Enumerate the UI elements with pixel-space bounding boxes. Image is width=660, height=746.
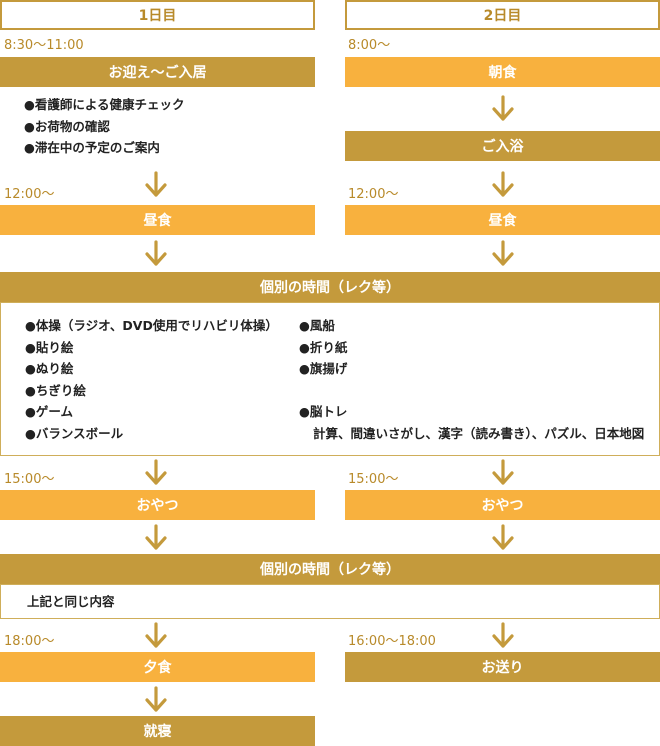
day1-time-dinner: 18:00〜	[4, 634, 55, 649]
arrow-down-icon	[492, 171, 514, 199]
arrow-down-icon	[492, 240, 514, 268]
day1-bedtime-bar: 就寝	[0, 716, 315, 746]
activity-item-brain-training: ●脳トレ	[299, 404, 348, 419]
arrow-down-icon	[492, 459, 514, 487]
activity-item: ●ぬり絵	[25, 361, 74, 376]
day1-time-arrival: 8:30〜11:00	[4, 38, 84, 53]
day2-breakfast-label: 朝食	[488, 65, 517, 81]
day2-snack-bar: おやつ	[345, 490, 660, 520]
activity-item: ●折り紙	[299, 339, 348, 355]
day1-time-lunch: 12:00〜	[4, 187, 55, 202]
day2-bath-label: ご入浴	[481, 139, 524, 155]
activity-item: ●旗揚げ	[299, 361, 348, 376]
brain-training-detail: 計算、間違いさがし、漢字（読み書き）、パズル、日本地図	[313, 425, 645, 441]
arrival-item: ●看護師による健康チェック	[24, 97, 185, 112]
activity1-title-bar: 個別の時間（レク等）	[0, 272, 660, 302]
day2-bath-bar: ご入浴	[345, 131, 660, 161]
activity1-box: ●体操（ラジオ、DVD使用でリハビリ体操） ●貼り絵 ●ぬり絵 ●ちぎり絵 ●ゲ…	[0, 302, 660, 456]
day2-snack-label: おやつ	[481, 498, 524, 514]
arrow-down-icon	[145, 524, 167, 552]
day2-lunch-label: 昼食	[488, 213, 517, 229]
day2-time-lunch: 12:00〜	[348, 187, 399, 202]
activity-item: ●貼り絵	[25, 339, 74, 355]
day2-time-sendoff: 16:00〜18:00	[348, 634, 436, 649]
activity2-title: 個別の時間（レク等）	[260, 562, 400, 578]
arrow-down-icon	[492, 524, 514, 552]
activity1-left-list: ●体操（ラジオ、DVD使用でリハビリ体操） ●貼り絵 ●ぬり絵 ●ちぎり絵 ●ゲ…	[25, 315, 278, 444]
activity1-right-list: ●風船 ●折り紙 ●旗揚げ ●脳トレ 計算、間違いさがし、漢字（読み書き）、パズ…	[299, 315, 644, 444]
arrow-down-icon	[145, 686, 167, 714]
day2-lunch-bar: 昼食	[345, 205, 660, 235]
day2-header-label: 2日目	[483, 8, 522, 24]
day2-time-snack: 15:00〜	[348, 472, 399, 487]
arrow-down-icon	[145, 459, 167, 487]
activity2-text: 上記と同じ内容	[27, 594, 115, 609]
day1-snack-label: おやつ	[136, 498, 179, 514]
arrival-item: ●滞在中の予定のご案内	[24, 140, 160, 155]
activity-item: ●バランスボール	[25, 425, 124, 441]
arrow-down-icon	[145, 171, 167, 199]
day2-sendoff-label: お送り	[481, 660, 524, 676]
day1-dinner-label: 夕食	[143, 660, 172, 676]
activity1-title: 個別の時間（レク等）	[260, 280, 400, 296]
day1-header: 1日目	[0, 0, 315, 30]
arrival-item: ●お荷物の確認	[24, 118, 110, 134]
day1-lunch-label: 昼食	[143, 213, 172, 229]
day1-lunch-bar: 昼食	[0, 205, 315, 235]
day1-arrival-bar: お迎え〜ご入居	[0, 57, 315, 87]
day2-sendoff-bar: お送り	[345, 652, 660, 682]
day1-dinner-bar: 夕食	[0, 652, 315, 682]
activity-item: ●ゲーム	[25, 404, 74, 419]
day2-header: 2日目	[345, 0, 660, 30]
day1-time-snack: 15:00〜	[4, 472, 55, 487]
arrow-down-icon	[492, 95, 514, 123]
day2-time-breakfast: 8:00〜	[348, 38, 391, 53]
day1-snack-bar: おやつ	[0, 490, 315, 520]
activity-item: ●体操（ラジオ、DVD使用でリハビリ体操）	[25, 318, 278, 333]
day1-arrival-list: ●看護師による健康チェック ●お荷物の確認 ●滞在中の予定のご案内	[24, 94, 315, 159]
activity-item: ●風船	[299, 318, 335, 333]
activity-item-spacer	[299, 380, 644, 402]
day1-arrival-label: お迎え〜ご入居	[108, 65, 207, 81]
arrow-down-icon	[145, 240, 167, 268]
activity2-box: 上記と同じ内容	[0, 584, 660, 619]
day1-bedtime-label: 就寝	[143, 724, 172, 740]
activity2-title-bar: 個別の時間（レク等）	[0, 554, 660, 584]
day1-header-label: 1日目	[138, 8, 177, 24]
arrow-down-icon	[145, 622, 167, 650]
activity-item: ●ちぎり絵	[25, 382, 86, 398]
arrow-down-icon	[492, 622, 514, 650]
day2-breakfast-bar: 朝食	[345, 57, 660, 87]
